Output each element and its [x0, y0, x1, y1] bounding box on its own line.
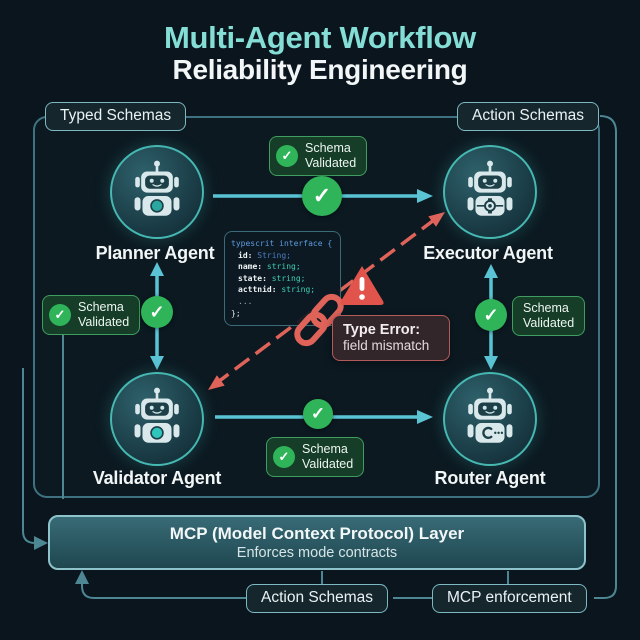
- check-icon: ✓: [49, 303, 71, 326]
- page-subtitle: Reliability Engineering: [172, 54, 468, 85]
- type-error-detail: field mismatch: [343, 338, 430, 353]
- type-error-box: Type Error: field mismatch: [332, 315, 450, 361]
- agent-planner-label: Planner Agent: [95, 243, 215, 263]
- validation-line1: Schema: [302, 442, 348, 456]
- agent-executor-icon: [443, 145, 537, 239]
- badge-typed-schemas: Typed Schemas: [45, 102, 187, 131]
- robot-router-icon: [457, 386, 523, 452]
- code-field: name: string;: [238, 262, 301, 272]
- agent-router-icon: [443, 372, 537, 466]
- agent-router-label: Router Agent: [434, 468, 546, 488]
- badge-mcp-enforcement: MCP enforcement: [432, 584, 587, 613]
- robot-gear-icon: [457, 159, 523, 225]
- warning-icon: [340, 266, 384, 305]
- check-icon: ✓: [276, 144, 298, 167]
- check-circle-icon: ✓: [302, 176, 342, 216]
- code-field: state: string;: [238, 273, 306, 283]
- validation-line2: Validated: [78, 314, 130, 329]
- agent-executor-label: Executor Agent: [423, 243, 553, 263]
- agent-validator-icon: [110, 372, 204, 466]
- code-header: typescrit interface {: [231, 239, 333, 248]
- validation-line1: Schema: [78, 300, 124, 314]
- check-icon: ✓: [273, 445, 295, 468]
- mcp-layer: MCP (Model Context Protocol) Layer Enfor…: [48, 515, 586, 570]
- mcp-layer-title: MCP (Model Context Protocol) Layer: [169, 524, 465, 543]
- page-title: Multi-Agent Workflow: [164, 20, 476, 55]
- validation-line1: Schema: [305, 141, 351, 155]
- type-error-title: Type Error:: [343, 322, 421, 338]
- check-circle-icon: ✓: [303, 399, 333, 429]
- mcp-layer-subtitle: Enforces mode contracts: [236, 545, 398, 561]
- check-circle-icon: ✓: [141, 296, 173, 328]
- validation-line2: Validated: [302, 456, 354, 471]
- robot-icon: [124, 386, 190, 452]
- badge-action-schemas-bottom: Action Schemas: [246, 584, 388, 613]
- check-circle-icon: ✓: [475, 299, 507, 331]
- validation-line2: Validated: [523, 315, 575, 330]
- agent-validator-label: Validator Agent: [92, 468, 222, 488]
- agent-planner-icon: [110, 145, 204, 239]
- validation-line1: Schema: [523, 301, 569, 315]
- code-field: id: String;: [238, 250, 291, 260]
- badge-action-schemas-top: Action Schemas: [457, 102, 599, 131]
- robot-icon: [124, 159, 190, 225]
- validation-line2: Validated: [305, 155, 357, 170]
